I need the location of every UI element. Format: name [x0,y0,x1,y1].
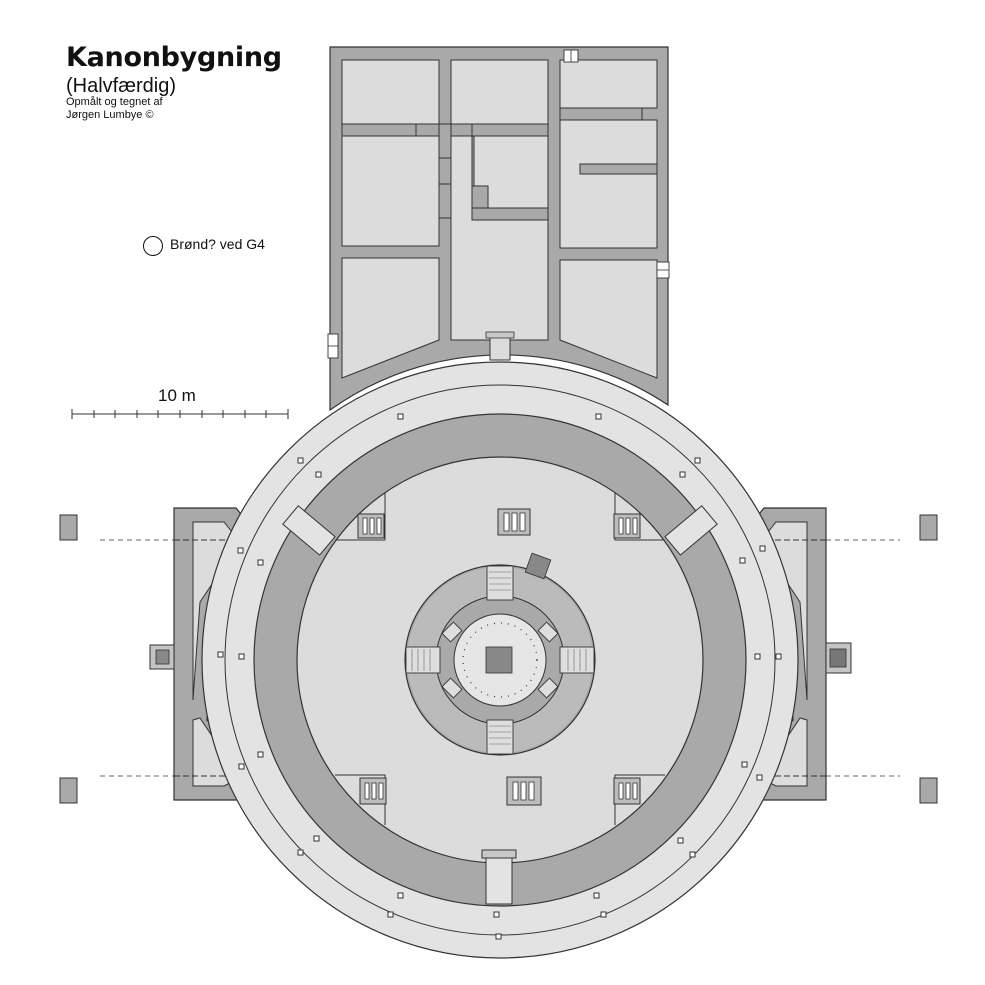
credit-line-1: Opmålt og tegnet af [66,96,163,108]
well-legend-label: Brønd? ved G4 [170,236,265,252]
scale-label: 10 m [158,386,196,405]
page-subtitle: (Halvfærdig) [66,75,177,97]
annex-building [327,46,670,412]
passage-steps [411,571,587,745]
credit-line-2: Jørgen Lumbye © [66,109,154,121]
axis-lines [100,539,900,777]
ring-markers [217,413,782,940]
well-legend-icon [143,236,163,256]
core-passages [405,565,595,755]
gun-niches [335,490,665,825]
page-title: Kanonbygning [66,42,282,73]
wall-openings [282,505,718,905]
gun-mount-slots [362,512,638,801]
scale-bar [71,409,289,419]
corner-piers [59,514,938,804]
